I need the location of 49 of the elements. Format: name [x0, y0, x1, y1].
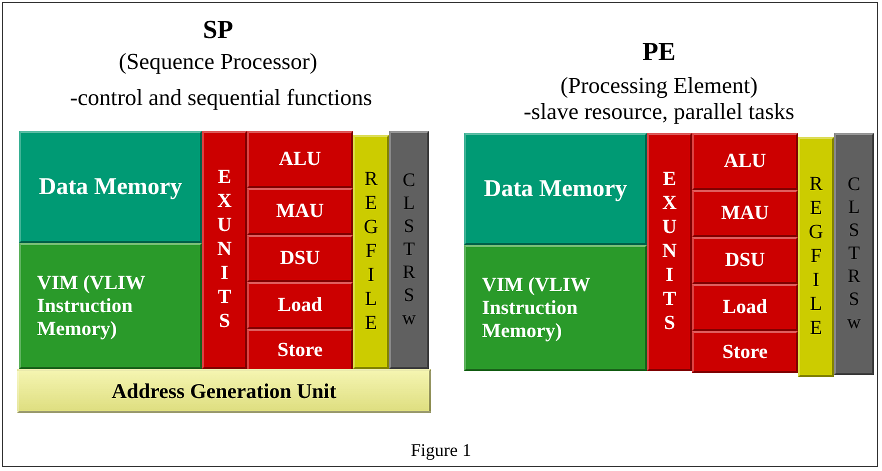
block-label: DSU [724, 249, 765, 272]
block-label: ALU [724, 150, 766, 173]
vertical-label: EXUNITS [660, 168, 680, 336]
execution-units-column [647, 133, 692, 371]
block-label: Load [278, 294, 322, 317]
block-label: Store [722, 340, 768, 364]
processor-heading: PE [641, 37, 677, 67]
unit-block [692, 133, 798, 190]
unit-block [692, 331, 798, 373]
block-label: MAU [721, 202, 769, 225]
execution-units-column [202, 131, 247, 369]
unit-block [247, 282, 353, 329]
cluster-switch-column [389, 131, 429, 369]
block-label: VIM (VLIW Instruction Memory) [37, 272, 146, 340]
vertical-label: CLSTRSw [844, 174, 864, 334]
unit-block [247, 329, 353, 371]
memory-block [464, 245, 647, 371]
memory-block [19, 243, 202, 369]
memory-block [464, 133, 647, 245]
block-label: Data Memory [484, 176, 628, 202]
processor-description: (Processing Element) [559, 73, 759, 99]
address-generation-bar [17, 369, 431, 413]
unit-block [692, 190, 798, 237]
register-file-column [798, 137, 834, 377]
vertical-label: REGFILE [806, 173, 826, 341]
block-label: DSU [280, 247, 320, 270]
figure-caption: Figure 1 [410, 440, 472, 461]
processor-heading: SP [202, 15, 234, 45]
unit-block [247, 235, 353, 282]
processor-description: -slave resource, parallel tasks [522, 99, 796, 125]
block-label: Address Generation Unit [112, 378, 336, 404]
block-label: ALU [278, 148, 322, 171]
processor-description: -control and sequential functions [68, 85, 374, 111]
vertical-label: EXUNITS [214, 166, 234, 334]
register-file-column [353, 135, 389, 369]
block-label: Store [277, 338, 323, 362]
unit-block [692, 284, 798, 331]
vertical-label: CLSTRSw [400, 170, 418, 330]
unit-block [692, 237, 798, 284]
memory-block [19, 131, 202, 243]
block-label: VIM (VLIW Instruction Memory) [482, 274, 591, 342]
block-label: MAU [276, 200, 324, 223]
unit-block [247, 131, 353, 188]
unit-block [247, 188, 353, 235]
block-label: Data Memory [38, 174, 182, 200]
block-label: Load [722, 296, 768, 319]
processor-description: (Sequence Processor) [118, 49, 318, 75]
cluster-switch-column [834, 133, 874, 375]
vertical-label: REGFILE [361, 168, 381, 336]
